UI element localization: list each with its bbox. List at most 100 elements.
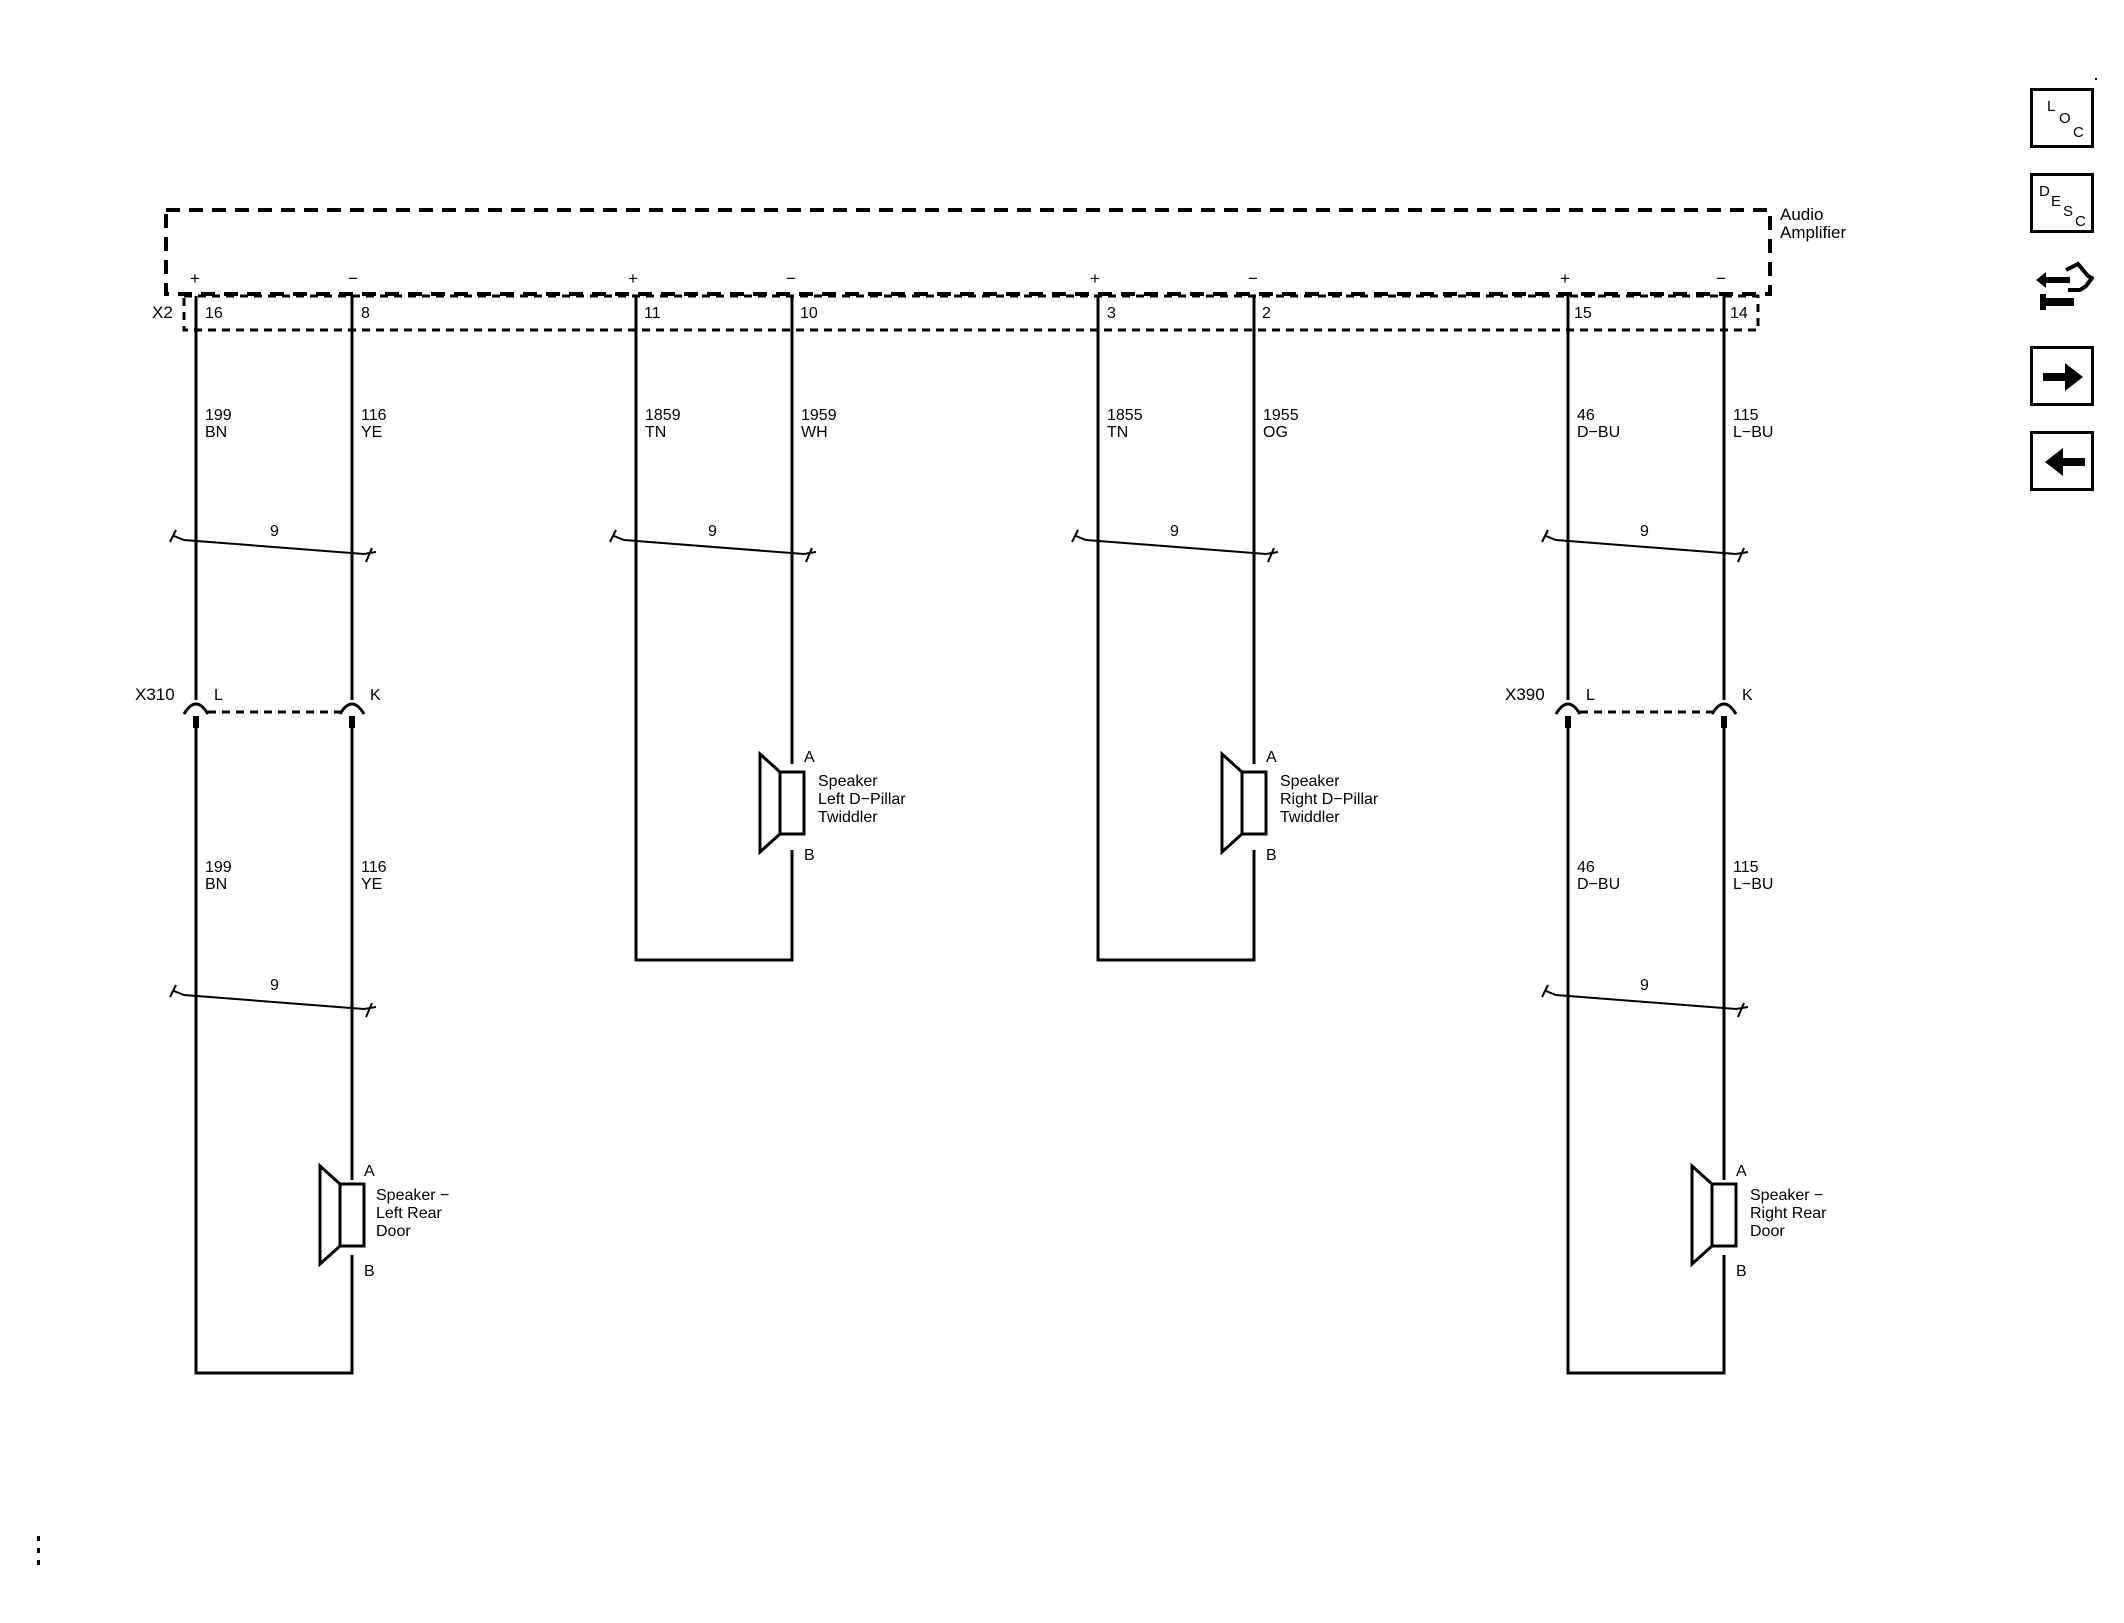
loc-letter-o: O xyxy=(2059,110,2071,127)
speaker-label-line3: Door xyxy=(376,1223,411,1240)
wire-circuit-label: 115 xyxy=(1733,859,1759,876)
twist-label: 9 xyxy=(1640,523,1649,540)
speaker-label-line3: Twiddler xyxy=(818,809,878,826)
wire-color-label: OG xyxy=(1263,424,1288,441)
wire-color-label: D−BU xyxy=(1577,424,1620,441)
amplifier-name-line2: Amplifier xyxy=(1780,223,1846,242)
speaker-left-d-pillar-twiddler-icon xyxy=(758,750,806,856)
connector-tool-icon[interactable] xyxy=(2030,256,2094,316)
speaker-label-line2: Left D−Pillar xyxy=(818,791,906,808)
previous-arrow-icon[interactable] xyxy=(2030,431,2094,491)
x310-terminal-male xyxy=(193,716,199,728)
wire-circuit-label: 1859 xyxy=(645,407,681,424)
x390-terminal-male xyxy=(1565,716,1571,728)
twist-label: 9 xyxy=(708,523,717,540)
speaker-label-line2: Right Rear xyxy=(1750,1205,1827,1222)
desc-letter-d: D xyxy=(2039,183,2050,200)
twisted-pair-marker xyxy=(169,984,377,1018)
wire-circuit-label: 1959 xyxy=(801,407,837,424)
polarity-plus-3: + xyxy=(1090,269,1100,288)
wire-color-label: TN xyxy=(1107,424,1128,441)
x390-pin-k: K xyxy=(1742,687,1753,704)
loc-letter-c: C xyxy=(2073,124,2084,141)
amplifier-name-line1: Audio xyxy=(1780,205,1823,224)
pin-label: 3 xyxy=(1107,305,1116,322)
speaker-terminal-a: A xyxy=(1736,1163,1747,1180)
twist-label: 9 xyxy=(1640,977,1649,994)
twisted-pair-marker xyxy=(1071,529,1279,563)
speaker-terminal-b: B xyxy=(364,1263,375,1280)
pin-label: 16 xyxy=(205,305,223,322)
x310-terminal-female xyxy=(182,702,210,715)
speaker-label-line2: Left Rear xyxy=(376,1205,442,1222)
wire-circuit-label: 46 xyxy=(1577,407,1595,424)
page-dot-mark xyxy=(2095,78,2097,80)
twist-label: 9 xyxy=(270,977,279,994)
speaker-label-line3: Twiddler xyxy=(1280,809,1340,826)
wire-circuit-label: 199 xyxy=(205,859,232,876)
pin-label: 11 xyxy=(644,305,661,322)
wire-color-label: L−BU xyxy=(1733,876,1773,893)
desc-letter-s: S xyxy=(2063,203,2073,220)
twist-label: 9 xyxy=(270,523,279,540)
wire-circuit-label: 116 xyxy=(361,859,387,876)
polarity-minus-4: − xyxy=(1716,269,1726,288)
wire-color-label: YE xyxy=(361,424,382,441)
polarity-plus-2: + xyxy=(628,269,638,288)
twist-label: 9 xyxy=(1170,523,1179,540)
loc-icon[interactable]: L O C xyxy=(2030,88,2094,148)
x2-connector-box xyxy=(182,294,1760,332)
connector-x2-label: X2 xyxy=(152,303,173,322)
speaker-label-line2: Right D−Pillar xyxy=(1280,791,1379,808)
wire-color-label: L−BU xyxy=(1733,424,1773,441)
wire-1855-tn xyxy=(1096,296,1256,962)
wire-46-d-bu-lower xyxy=(1566,726,1726,1375)
wire-color-label: D−BU xyxy=(1577,876,1620,893)
x390-terminal-male xyxy=(1721,716,1727,728)
audio-amplifier-box xyxy=(164,208,1772,296)
wire-color-label: YE xyxy=(361,876,382,893)
x310-terminal-female xyxy=(338,702,366,715)
inline-connector-x310-label: X310 xyxy=(135,685,175,704)
wire-color-label: TN xyxy=(645,424,666,441)
speaker-label-line3: Door xyxy=(1750,1223,1785,1240)
pin-label: 15 xyxy=(1574,305,1592,322)
polarity-minus-3: − xyxy=(1248,269,1258,288)
wire-199-bn-lower xyxy=(194,726,354,1375)
speaker-right-d-pillar-twiddler-icon xyxy=(1220,750,1268,856)
wire-color-label: BN xyxy=(205,876,227,893)
speaker-terminal-b: B xyxy=(1266,847,1277,864)
polarity-plus-1: + xyxy=(190,269,200,288)
loc-letter-l: L xyxy=(2047,98,2055,115)
inline-connector-x390-label: X390 xyxy=(1505,685,1545,704)
speaker-terminal-b: B xyxy=(1736,1263,1747,1280)
next-arrow-icon[interactable] xyxy=(2030,346,2094,406)
wire-circuit-label: 115 xyxy=(1733,407,1759,424)
desc-letter-e: E xyxy=(2051,193,2061,210)
speaker-terminal-a: A xyxy=(1266,749,1277,766)
twisted-pair-marker xyxy=(169,529,377,563)
pin-label: 14 xyxy=(1730,305,1748,322)
speaker-terminal-b: B xyxy=(804,847,815,864)
page-continuation-marks xyxy=(37,1536,40,1565)
speaker-label-line1: Speaker − xyxy=(1750,1187,1823,1204)
wire-circuit-label: 46 xyxy=(1577,859,1595,876)
x390-terminal-female xyxy=(1710,702,1738,715)
desc-icon[interactable]: D E S C xyxy=(2030,173,2094,233)
wire-circuit-label: 1855 xyxy=(1107,407,1143,424)
x310-pin-k: K xyxy=(370,687,381,704)
twisted-pair-marker xyxy=(1541,529,1749,563)
pin-label: 8 xyxy=(361,305,370,322)
speaker-left-rear-door-icon xyxy=(318,1162,366,1268)
wire-circuit-label: 199 xyxy=(205,407,232,424)
speaker-terminal-a: A xyxy=(804,749,815,766)
twisted-pair-marker xyxy=(609,529,817,563)
desc-letter-c: C xyxy=(2075,213,2086,230)
wire-color-label: BN xyxy=(205,424,227,441)
wire-1859-tn xyxy=(634,296,794,962)
pin-label: 2 xyxy=(1262,305,1271,322)
pin-label: 10 xyxy=(800,305,818,322)
polarity-minus-2: − xyxy=(786,269,796,288)
x390-terminal-female xyxy=(1554,702,1582,715)
